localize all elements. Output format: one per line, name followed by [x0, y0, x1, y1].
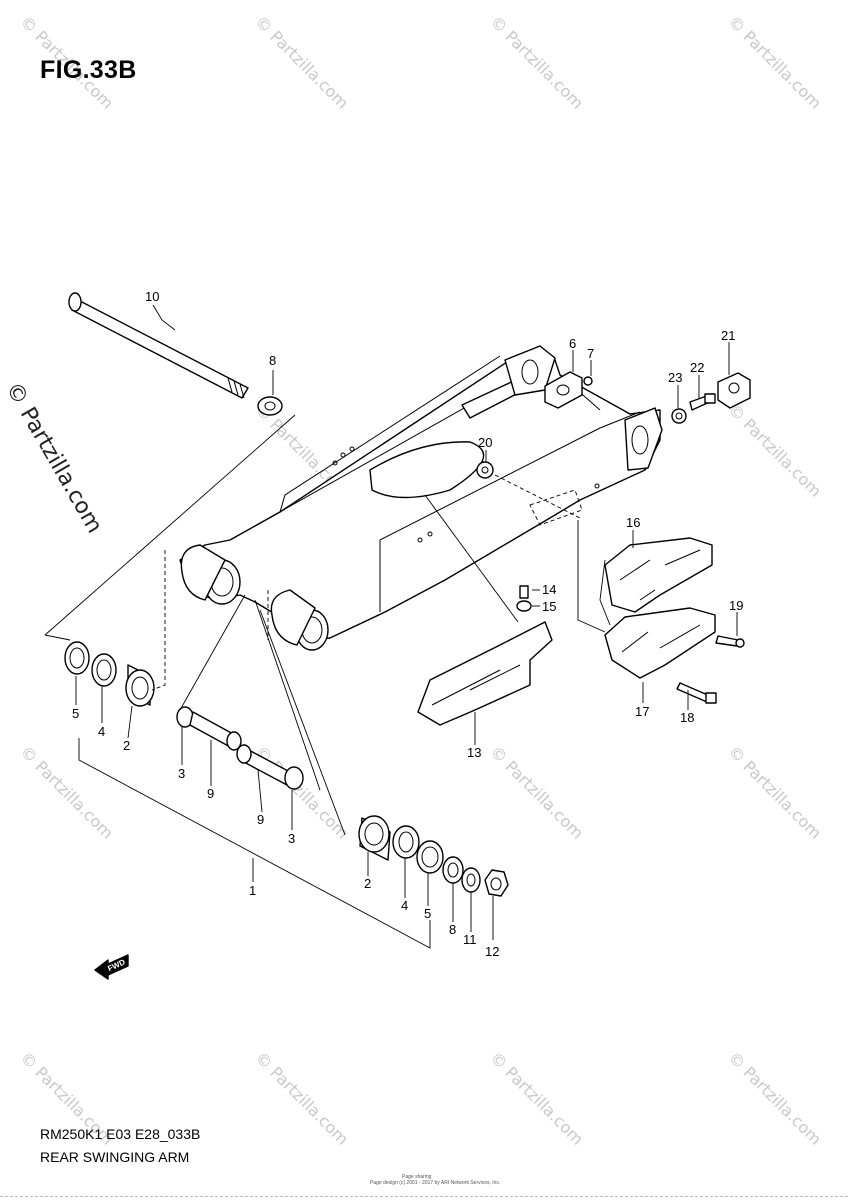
nut-23 [671, 408, 687, 424]
spacer-3-right [392, 825, 420, 859]
spacer-3-left [91, 653, 117, 687]
callout-14: 14 [542, 582, 556, 597]
chain-adjuster-21 [717, 372, 751, 409]
callout-17: 17 [635, 704, 649, 719]
washer-8-right [442, 856, 464, 884]
callout-18: 18 [680, 710, 694, 725]
chain-guide-16 [604, 537, 713, 613]
bolt-18 [676, 682, 717, 704]
oil-seal-5-left [64, 641, 90, 675]
callout-22: 22 [690, 360, 704, 375]
callout-11: 11 [463, 932, 477, 947]
guide-line [179, 594, 246, 711]
callout-15: 15 [542, 599, 556, 614]
chain-buffer-13 [417, 621, 553, 726]
callout-13: 13 [467, 745, 481, 760]
guide-line [259, 609, 346, 836]
nut-20 [476, 461, 494, 479]
pivot-shaft [68, 292, 249, 399]
callout-4-right: 3 [288, 831, 295, 846]
model-code: RM250K1 E03 E28_033B [40, 1126, 201, 1142]
bearing-2-left [125, 664, 155, 707]
guide-line [78, 738, 431, 949]
callout-5-left: 5 [72, 706, 79, 721]
washer-15 [516, 600, 532, 612]
callout-4-left: 3 [178, 766, 185, 781]
page-bottom-border [0, 1196, 848, 1197]
fwd-arrow: FWD [94, 954, 129, 980]
callout-3-left: 4 [98, 724, 105, 739]
collar-4-right [284, 766, 304, 790]
callout-8: 8 [269, 353, 276, 368]
bolt-19 [715, 635, 745, 648]
guide-line [599, 559, 611, 626]
guide-line [424, 494, 519, 623]
guide-line [254, 599, 321, 791]
callout-23: 23 [668, 370, 682, 385]
callout-10: 10 [145, 289, 159, 304]
guide-line [44, 634, 71, 641]
callout-12: 12 [485, 944, 499, 959]
callout-8-right: 8 [449, 922, 456, 937]
figure-title: FIG.33B [40, 56, 137, 84]
bearing-2-right [358, 815, 391, 861]
callout-9-right: 9 [257, 812, 264, 827]
guide-line [529, 489, 583, 526]
adjuster-plate [544, 371, 583, 409]
adjuster-bolt-22 [689, 393, 716, 411]
section-name: REAR SWINGING ARM [40, 1149, 190, 1165]
callout-3-right: 4 [401, 898, 408, 913]
spacer-9-left [189, 711, 242, 751]
washer-8-top [257, 396, 283, 416]
callout-2-left: 2 [123, 738, 130, 753]
callout-7: 7 [587, 346, 594, 361]
callout-2-right: 2 [364, 876, 371, 891]
callout-16: 16 [626, 515, 640, 530]
callout-9-left: 9 [207, 786, 214, 801]
guide-line [494, 474, 581, 519]
screw-7 [583, 376, 593, 386]
callout-6: 6 [569, 336, 576, 351]
guide-line [577, 520, 606, 633]
callout-20: 20 [478, 435, 492, 450]
footer-small-line1: Page sharing [402, 1174, 432, 1180]
callout-19: 19 [729, 598, 743, 613]
spacer-9-right [236, 744, 291, 786]
washer-11 [461, 867, 481, 893]
bolt-14 [519, 585, 529, 599]
callout-1: 1 [249, 883, 256, 898]
callout-21: 21 [721, 328, 735, 343]
swing-arm [179, 345, 663, 651]
oil-seal-5-right [416, 840, 444, 874]
footer-small-line2: Page design (c) 2001 - 2017 by ARI Netwo… [370, 1180, 501, 1186]
nut-12 [484, 869, 509, 897]
chain-guide-17 [604, 607, 716, 679]
callout-5-right: 5 [424, 906, 431, 921]
guide-line [44, 414, 296, 636]
guide-line [151, 550, 166, 691]
